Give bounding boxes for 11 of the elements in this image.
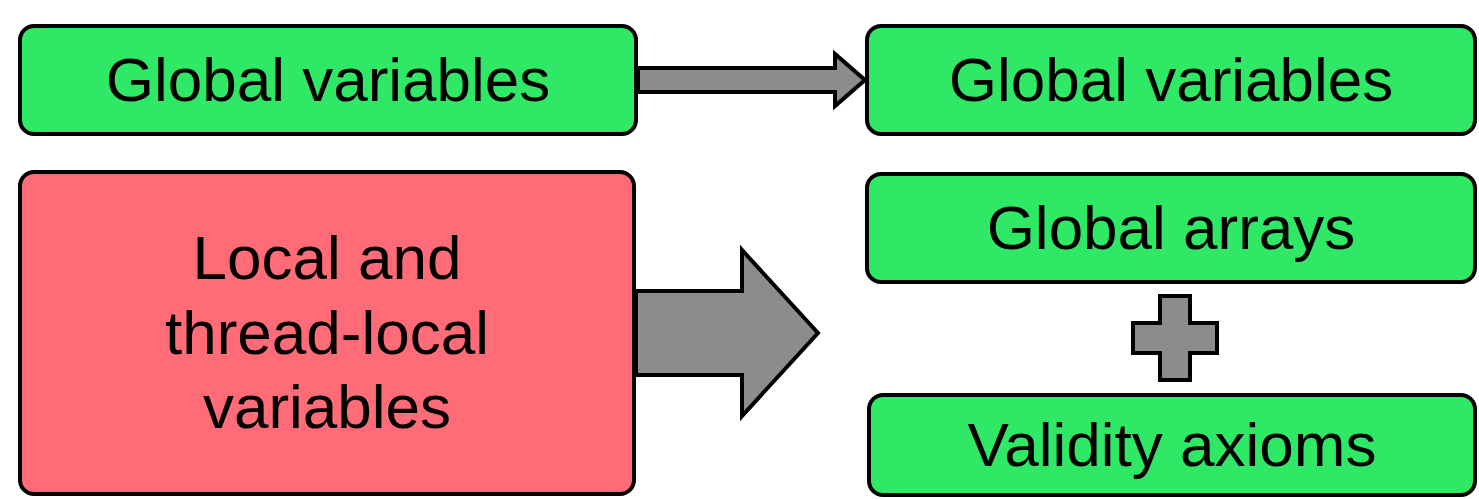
box-label: Validity axioms [967,408,1377,481]
box-label: Global arrays [986,191,1356,264]
process-box [18,170,636,496]
process-box [865,24,1477,136]
box-label: Global variables [948,43,1394,116]
box-label: Global variables [105,43,551,116]
box-label: Local and thread-local variables [164,222,490,444]
process-box [18,24,638,136]
block-arrow [634,244,821,422]
process-box [867,393,1477,497]
process-box [865,172,1477,284]
